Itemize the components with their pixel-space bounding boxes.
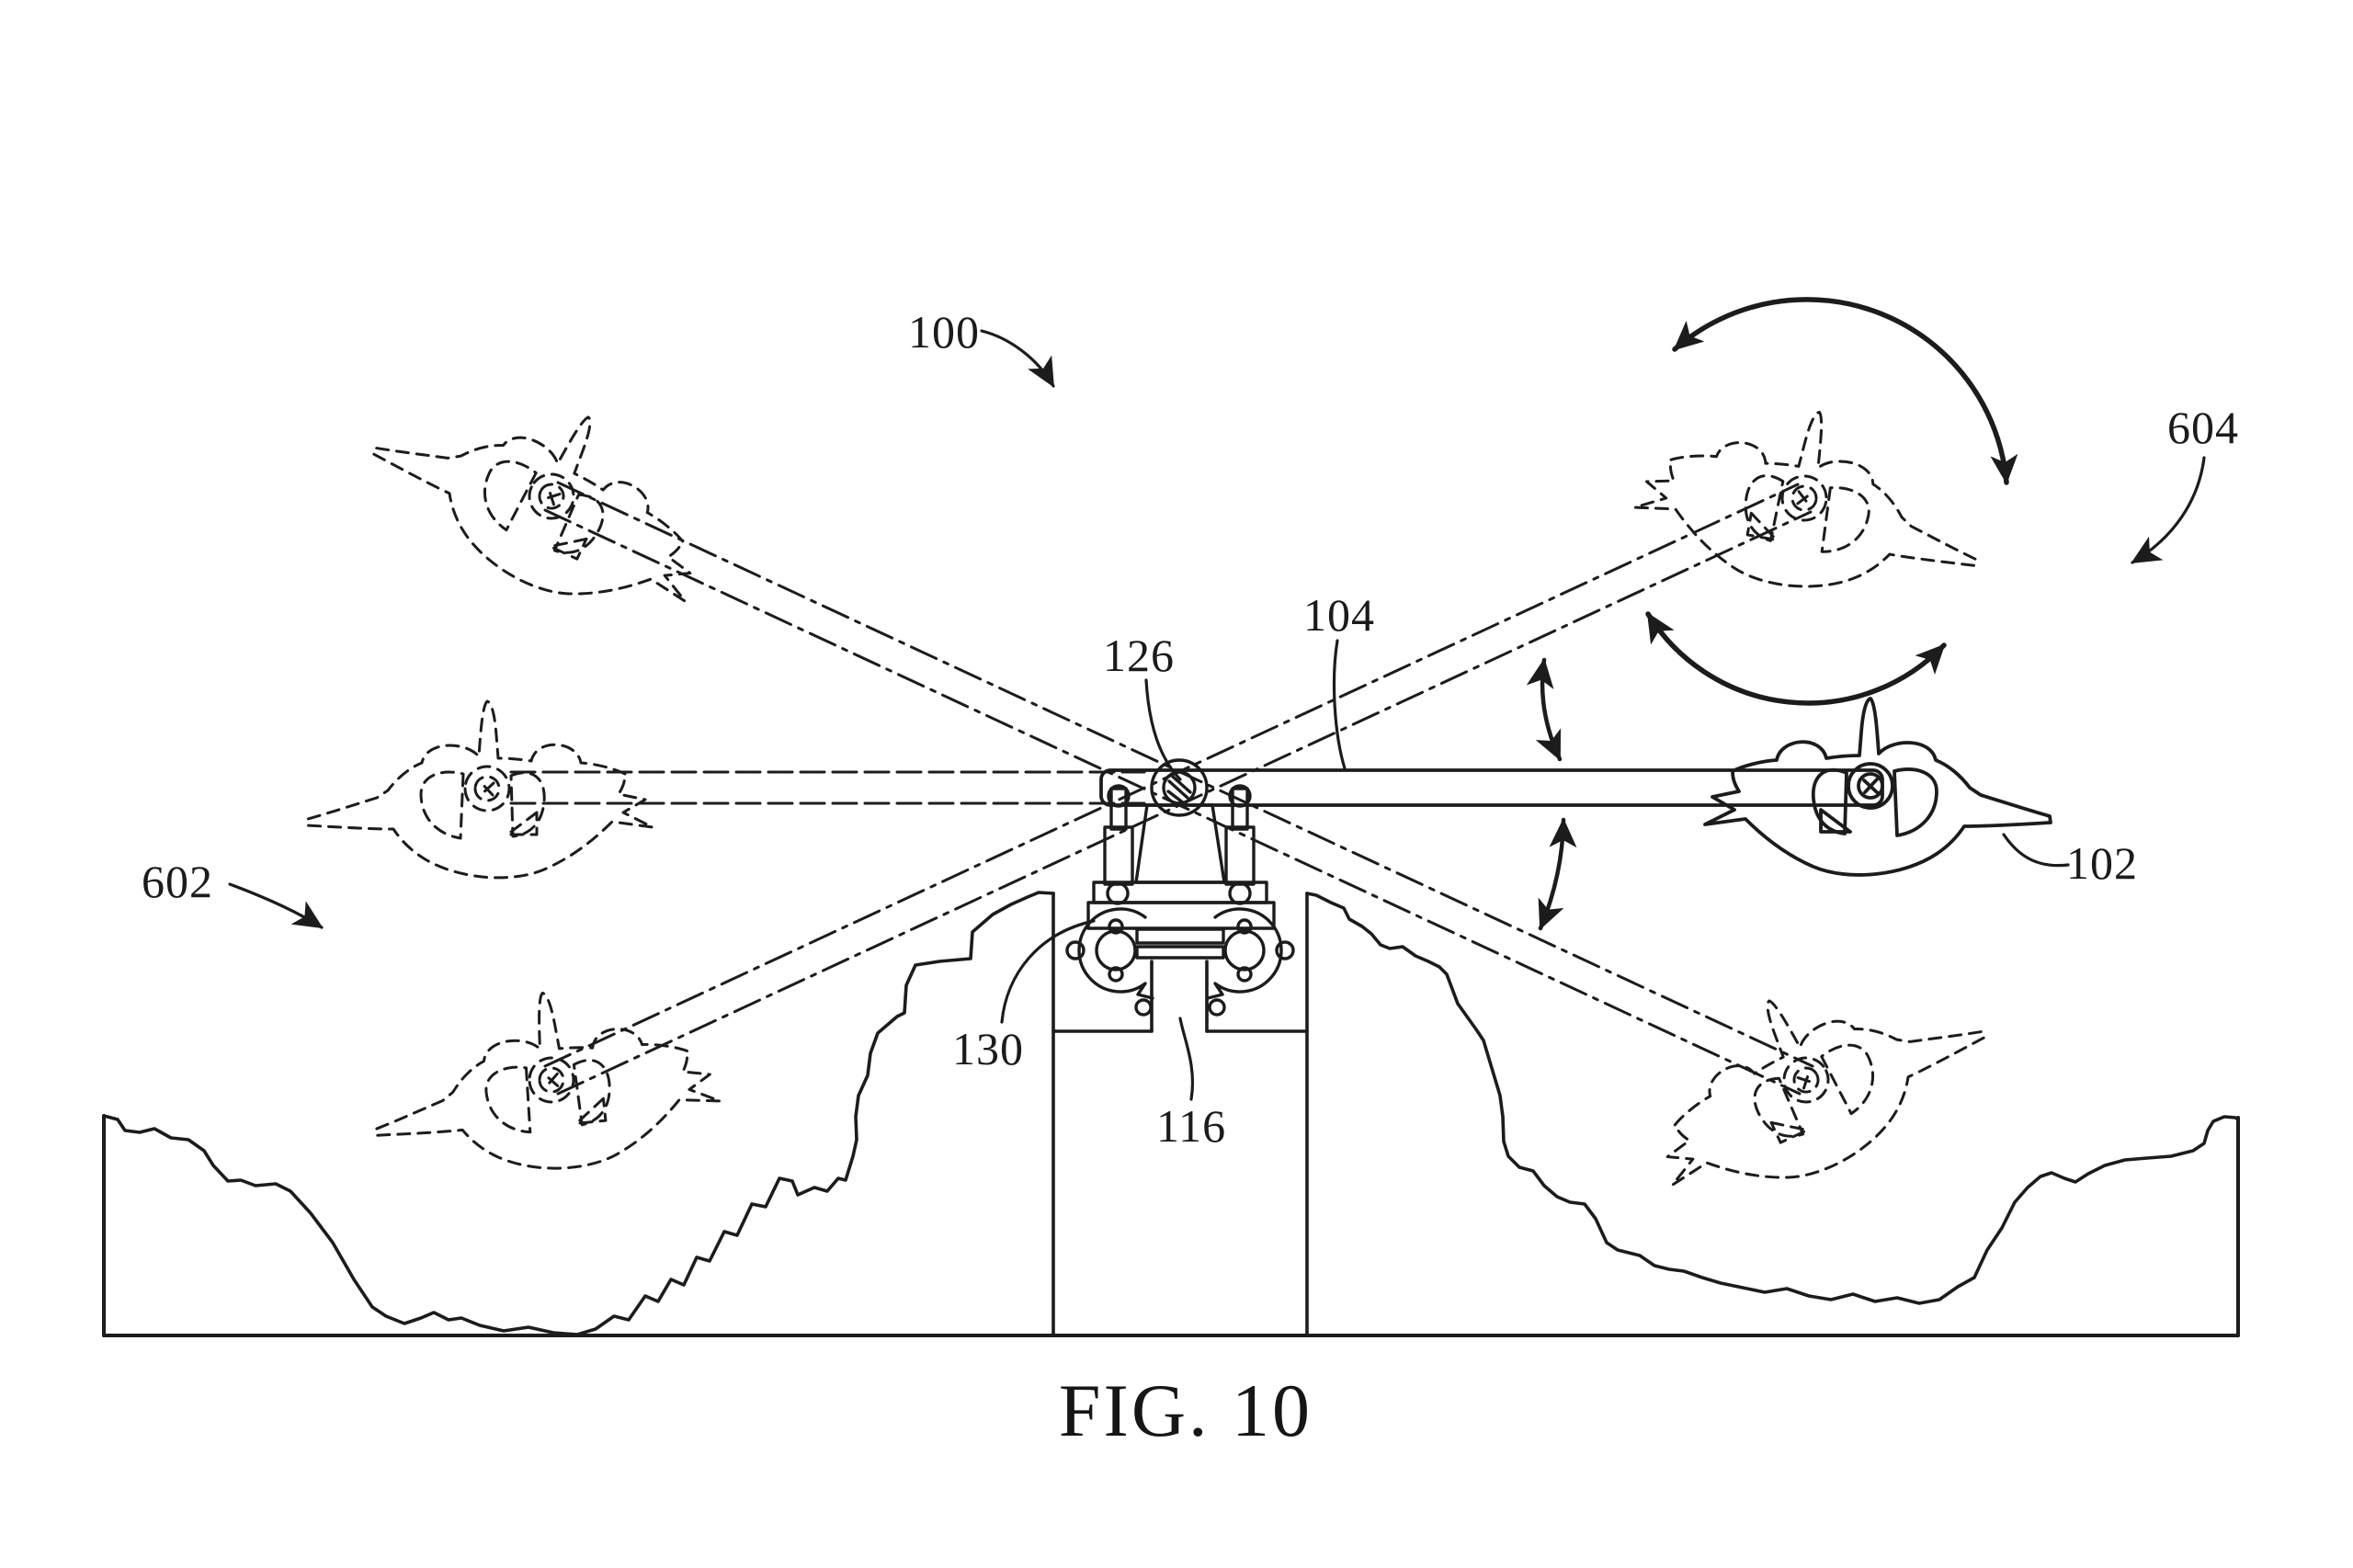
roller-left-tab — [1065, 940, 1086, 960]
main-arm — [1099, 768, 1884, 807]
leader-lines — [228, 329, 2206, 1101]
pivot-inner — [1162, 770, 1197, 805]
pivot-hatch — [1166, 775, 1192, 805]
ref-label-104: 104 — [1303, 589, 1375, 641]
hook-right — [1206, 907, 1283, 1000]
roller-left-pin-top — [1108, 918, 1124, 935]
phantom-vehicle-upper-right — [1624, 381, 1999, 619]
leader-602 — [228, 882, 324, 929]
ref-label-602: 602 — [142, 856, 213, 907]
ref-label-116: 116 — [1156, 1100, 1227, 1152]
roller-bracket — [1065, 907, 1295, 1017]
actuator-left-rod — [1109, 787, 1128, 831]
leader-604 — [2131, 456, 2206, 564]
vehicle-solid — [1703, 697, 2052, 877]
hook-right-foot — [1208, 998, 1226, 1017]
ref-label-100: 100 — [908, 306, 980, 358]
ref-label-102: 102 — [2066, 837, 2138, 889]
phantom-vehicle-lower-right — [1618, 923, 2009, 1233]
phantom-vehicle-left — [305, 699, 654, 880]
leader-126 — [1144, 678, 1182, 781]
figure-caption: FIG. 10 — [1058, 1369, 1313, 1452]
phantom-vehicle-upper-left — [348, 339, 740, 649]
roller-right — [1223, 929, 1266, 971]
pivot-outer — [1150, 758, 1209, 817]
phantom-arm-left — [509, 770, 1146, 805]
actuator-left-body — [1103, 825, 1134, 886]
actuator-right-top-joint — [1228, 784, 1252, 808]
roller-left — [1095, 929, 1137, 971]
rotation-arcs — [1645, 297, 2018, 706]
pedestal-pit — [1051, 892, 1309, 1337]
rail-upper — [1135, 927, 1225, 945]
ground-border — [102, 1114, 2240, 1337]
hook-left-foot — [1134, 998, 1153, 1017]
roller-right-pin-top — [1236, 918, 1253, 935]
actuator-left-top-joint — [1107, 784, 1131, 808]
actuator-right-bottom-joint — [1228, 881, 1252, 905]
angle-arrow-lower — [1538, 817, 1577, 931]
leader-130 — [1000, 919, 1096, 1024]
rotation-arc-lower — [1645, 611, 1947, 706]
ref-label-604: 604 — [2167, 402, 2239, 453]
angle-arrow-upper — [1526, 657, 1563, 762]
ref-label-126: 126 — [1103, 630, 1175, 681]
terrain-right — [1305, 892, 2240, 1305]
main-arm-assembly — [1099, 697, 2052, 877]
leader-104 — [1332, 639, 1347, 770]
actuator-right — [1224, 784, 1256, 905]
ref-label-130: 130 — [952, 1023, 1024, 1074]
actuator-right-body — [1224, 825, 1256, 886]
actuator-right-rod — [1231, 787, 1249, 831]
actuator-left-bottom-joint — [1106, 881, 1130, 905]
leader-100 — [980, 329, 1055, 388]
roller-right-tab — [1275, 940, 1295, 960]
rail-lower — [1135, 945, 1225, 960]
roller-right-pin-bottom — [1236, 966, 1253, 983]
base-block — [1086, 901, 1276, 930]
pivot-angle-arrows — [1526, 657, 1577, 931]
terrain-left — [102, 891, 1055, 1336]
leader-102 — [2002, 833, 2070, 868]
rotation-arc-upper — [1672, 297, 2018, 485]
pivot-mechanism — [1065, 758, 1295, 1017]
hook-left — [1077, 907, 1154, 1000]
phantom-vehicles — [305, 339, 2009, 1233]
roller-left-pin-bottom — [1108, 966, 1124, 983]
leader-116 — [1178, 1017, 1195, 1101]
